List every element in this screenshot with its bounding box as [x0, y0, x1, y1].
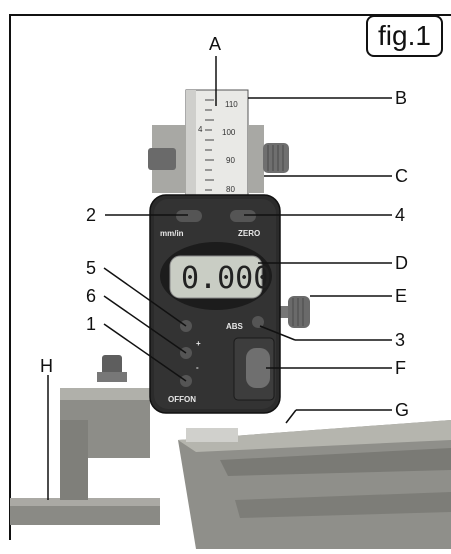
abs-button[interactable] — [252, 316, 264, 328]
base-foot — [10, 355, 160, 525]
callout-2: 2 — [86, 205, 96, 225]
scale-tick-80: 80 — [226, 185, 235, 194]
callout-G: G — [395, 400, 409, 420]
side-knob — [280, 296, 310, 328]
callout-F: F — [395, 358, 406, 378]
callout-3: 3 — [395, 330, 405, 350]
offon-label: OFFON — [168, 395, 196, 404]
callout-H: H — [40, 356, 53, 376]
mm-in-label: mm/in — [160, 229, 184, 238]
slider-clamp — [148, 125, 289, 193]
lcd-value: 0.000 — [181, 261, 271, 296]
leader-lines — [47, 56, 392, 500]
callout-B: B — [395, 88, 407, 108]
callout-D: D — [395, 253, 408, 273]
vertical-scale: 110 100 90 80 4 — [185, 89, 249, 203]
callout-5: 5 — [86, 258, 96, 278]
lcd-display: 0.000 — [160, 242, 272, 310]
scale-tick-90: 90 — [226, 156, 235, 165]
scale-tick-100: 100 — [222, 128, 236, 137]
plus-label: + — [196, 339, 201, 348]
scale-tick-110: 110 — [225, 100, 238, 109]
battery-cover — [233, 337, 275, 401]
scale-side-mark: 4 — [198, 125, 203, 134]
zero-label: ZERO — [238, 229, 260, 238]
frame-border — [9, 14, 451, 540]
callout-A: A — [209, 34, 221, 54]
callout-C: C — [395, 166, 408, 186]
mm-in-button[interactable] — [176, 210, 202, 222]
abs-label: ABS — [226, 322, 244, 331]
contact-plate — [186, 428, 238, 442]
callout-4: 4 — [395, 205, 405, 225]
zero-button[interactable] — [230, 210, 256, 222]
figure-label: fig.1 — [378, 20, 431, 51]
callout-1: 1 — [86, 314, 96, 334]
minus-label: - — [196, 363, 199, 372]
callout-E: E — [395, 286, 407, 306]
base-block — [178, 420, 451, 549]
figure-label-box: fig.1 — [366, 15, 443, 57]
callout-6: 6 — [86, 286, 96, 306]
